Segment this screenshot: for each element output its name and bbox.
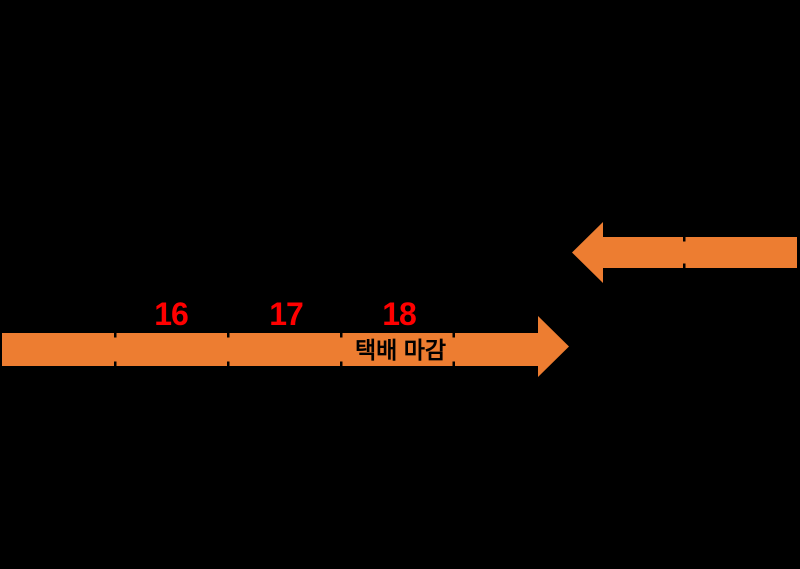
tick-mark [227, 361, 230, 366]
tick-mark [114, 333, 117, 338]
hour-label-16: 16 [154, 296, 189, 332]
left-block-arrow-icon [572, 222, 797, 283]
hour-label-18: 18 [382, 296, 417, 332]
tick-mark [452, 333, 455, 338]
hour-label-17: 17 [269, 296, 304, 332]
tick-mark [683, 237, 686, 242]
tick-mark [227, 333, 230, 338]
tick-mark [340, 361, 343, 366]
tick-mark [452, 361, 455, 366]
tick-mark [114, 361, 117, 366]
deadline-label: 택배 마감 [354, 337, 447, 363]
tick-mark [340, 333, 343, 338]
tick-mark [683, 263, 686, 268]
right-block-arrow-icon [2, 316, 569, 377]
